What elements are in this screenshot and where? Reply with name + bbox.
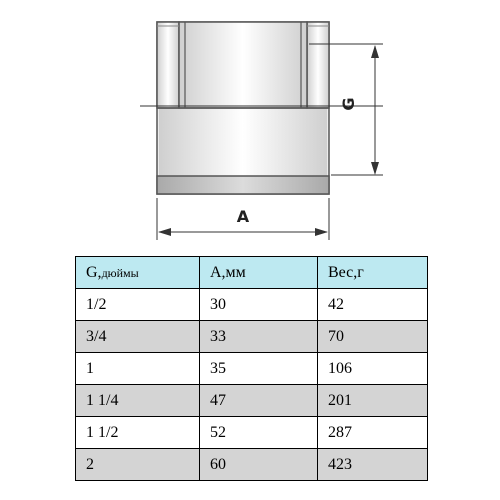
table-row: 1/2 30 42 (75, 288, 428, 321)
cell-a: 35 (199, 352, 318, 385)
arrow-left-icon (158, 228, 171, 236)
table-header-row: G,дюймы А,мм Вес,г (75, 256, 428, 289)
cell-weight: 287 (317, 416, 428, 449)
header-g-main: G, (86, 263, 102, 281)
cell-weight: 42 (317, 288, 428, 321)
table-row: 3/4 33 70 (75, 320, 428, 353)
arrow-up-icon (371, 45, 379, 58)
cell-a: 60 (199, 448, 318, 481)
dimension-a-label: A (237, 207, 250, 226)
table-row: 1 35 106 (75, 352, 428, 385)
cell-g: 1 (75, 352, 200, 385)
cell-weight: 423 (317, 448, 428, 481)
dimension-g-label: G (339, 97, 358, 110)
fitting-body (156, 21, 330, 195)
header-a: А,мм (199, 256, 318, 289)
cell-a: 52 (199, 416, 318, 449)
cell-weight: 201 (317, 384, 428, 417)
header-g-unit: дюймы (101, 265, 139, 280)
cell-weight: 106 (317, 352, 428, 385)
table-row: 1 1/2 52 287 (75, 416, 428, 449)
dimension-a: A (156, 198, 330, 240)
cell-g: 1/2 (75, 288, 200, 321)
arrow-right-icon (315, 228, 328, 236)
cell-g: 1 1/4 (75, 384, 200, 417)
table-row: 2 60 423 (75, 448, 428, 481)
cell-a: 33 (199, 320, 318, 353)
cell-weight: 70 (317, 320, 428, 353)
table-row: 1 1/4 47 201 (75, 384, 428, 417)
arrow-down-icon (371, 162, 379, 175)
fitting-drawing: G A (140, 21, 383, 240)
cell-g: 3/4 (75, 320, 200, 353)
cell-a: 47 (199, 384, 318, 417)
header-g: G,дюймы (75, 256, 200, 289)
cell-a: 30 (199, 288, 318, 321)
cell-g: 1 1/2 (75, 416, 200, 449)
header-weight: Вес,г (317, 256, 428, 289)
spec-table: G,дюймы А,мм Вес,г 1/2 30 42 3/4 33 70 1… (75, 256, 428, 481)
dimension-g: G (140, 43, 383, 176)
cell-g: 2 (75, 448, 200, 481)
